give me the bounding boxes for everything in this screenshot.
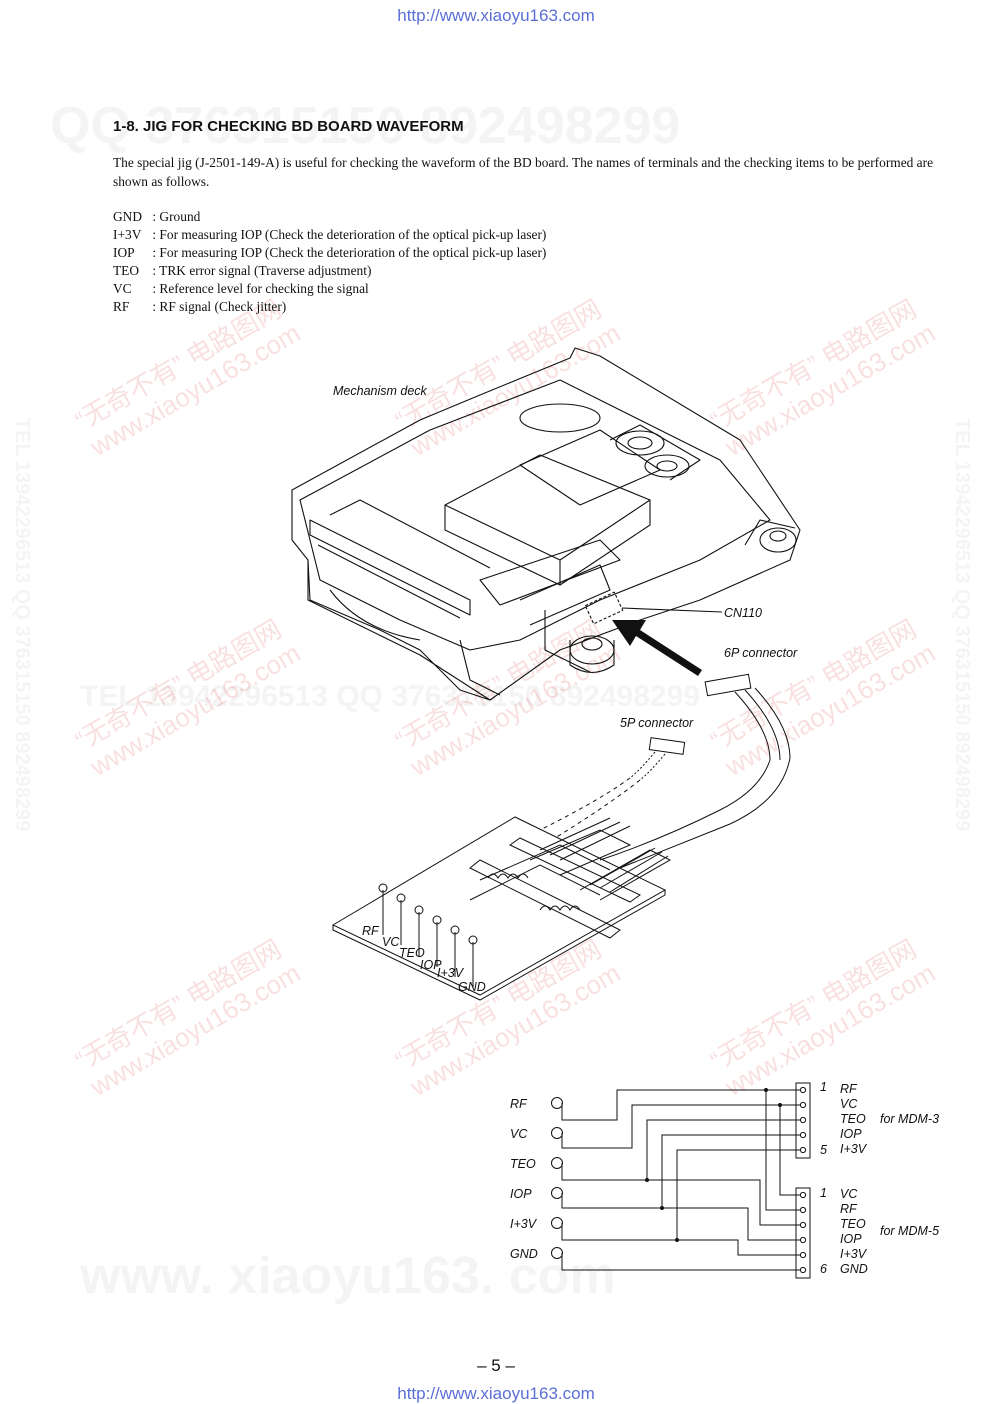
- page-number: – 5 –: [477, 1356, 515, 1375]
- mdm5-pin-label: IOP: [840, 1232, 862, 1246]
- schematic-terminal-vc: VC: [510, 1127, 528, 1141]
- terminal-desc: : TRK error signal (Traverse adjustment): [152, 263, 372, 278]
- terminal-name: RF: [113, 299, 130, 314]
- mdm3-pin-last: 5: [820, 1143, 827, 1157]
- terminal-circle: [551, 1217, 563, 1229]
- terminal-desc: : RF signal (Check jitter): [152, 299, 287, 314]
- terminal-desc: : Reference level for checking the signa…: [152, 281, 369, 296]
- terminal-circle: [551, 1127, 563, 1139]
- connector-5p-icon: [648, 737, 686, 755]
- mdm5-pin-label: TEO: [840, 1217, 866, 1231]
- watermark-side-left: TEL 13942296513 QQ 376315150 892498299: [11, 418, 33, 832]
- pin-label-i3v: I+3V: [437, 966, 464, 980]
- watermark-bottom: www. xiaoyu163. com: [80, 1247, 616, 1305]
- terminal-list-item: IOP : For measuring IOP (Check the deter…: [113, 244, 546, 262]
- mdm5-connector: [795, 1187, 811, 1279]
- mdm5-pin-label: I+3V: [840, 1247, 867, 1261]
- mdm5-pin-label: RF: [840, 1202, 857, 1216]
- cn110-label: CN110: [724, 606, 762, 620]
- terminal-circle: [551, 1097, 563, 1109]
- pin-label-gnd: GND: [458, 980, 486, 994]
- watermark-side-right: TEL 13942296513 QQ 376315150 892498299: [951, 418, 973, 832]
- terminal-circle: [551, 1247, 563, 1259]
- terminal-name: IOP: [113, 245, 135, 260]
- connector-6p-label: 6P connector: [724, 646, 798, 660]
- mdm5-pin-last: 6: [820, 1262, 827, 1276]
- terminal-list-item: TEO : TRK error signal (Traverse adjustm…: [113, 262, 371, 280]
- terminal-name: TEO: [113, 263, 140, 278]
- terminal-list-item: GND : Ground: [113, 208, 200, 226]
- terminal-desc: : For measuring IOP (Check the deteriora…: [152, 227, 547, 242]
- terminal-circle: [551, 1187, 563, 1199]
- mdm3-pin-label: IOP: [840, 1127, 862, 1141]
- mechanism-deck-label: Mechanism deck: [333, 384, 427, 398]
- pin-label-teo: TEO: [399, 946, 425, 960]
- pin-label-rf: RF: [362, 924, 379, 938]
- coil-icon: [539, 905, 581, 911]
- watermark-middle: TEL 13942296513 QQ 376315150 892498299: [80, 680, 700, 713]
- mdm3-pin-first: 1: [820, 1080, 827, 1094]
- schematic-terminal-rf: RF: [510, 1097, 527, 1111]
- mdm5-caption: for MDM-5: [880, 1224, 940, 1238]
- schematic-terminal-teo: TEO: [510, 1157, 536, 1171]
- terminal-list-item: VC : Reference level for checking the si…: [113, 280, 369, 298]
- terminal-list-item: RF : RF signal (Check jitter): [113, 298, 286, 316]
- reel-icon: [644, 454, 690, 478]
- mdm5-pin-first: 1: [820, 1186, 827, 1200]
- pin-label-vc: VC: [382, 935, 400, 949]
- insert-arrow-icon: [612, 620, 702, 676]
- connector-6p-icon: [704, 673, 752, 697]
- coil-icon: [487, 873, 529, 879]
- pin-label-iop: IOP: [420, 958, 442, 972]
- terminal-desc: : For measuring IOP (Check the deteriora…: [152, 245, 547, 260]
- mount-foot-icon: [759, 527, 797, 553]
- terminal-name: GND: [113, 209, 143, 224]
- header-url[interactable]: http://www.xiaoyu163.com: [397, 6, 595, 25]
- footer-url[interactable]: http://www.xiaoyu163.com: [397, 1384, 595, 1403]
- terminal-list-item: I+3V : For measuring IOP (Check the dete…: [113, 226, 546, 244]
- cn110-connector: [584, 591, 624, 625]
- guide-rail: [309, 519, 471, 616]
- deck-outline: [291, 347, 801, 701]
- mdm3-pin-label: I+3V: [840, 1142, 867, 1156]
- mdm3-pin-label: TEO: [840, 1112, 866, 1126]
- mdm5-pin-label: VC: [840, 1187, 858, 1201]
- terminal-circle: [551, 1157, 563, 1169]
- schematic-terminal-i3v: I+3V: [510, 1217, 537, 1231]
- terminal-name: VC: [113, 281, 132, 296]
- section-title: 1-8. JIG FOR CHECKING BD BOARD WAVEFORM: [113, 118, 464, 135]
- terminal-name: I+3V: [113, 227, 142, 242]
- terminal-desc: : Ground: [152, 209, 201, 224]
- watermark-top: QQ 376315150 892498299: [50, 97, 681, 155]
- mdm3-pin-label: RF: [840, 1082, 857, 1096]
- connector-5p-label: 5P connector: [620, 716, 694, 730]
- schematic-terminal-iop: IOP: [510, 1187, 532, 1201]
- mdm3-caption: for MDM-3: [880, 1112, 940, 1126]
- mdm3-pin-label: VC: [840, 1097, 858, 1111]
- schematic-terminal-gnd: GND: [510, 1247, 538, 1261]
- section-intro: The special jig (J-2501-149-A) is useful…: [113, 155, 934, 189]
- reel-icon: [615, 430, 665, 456]
- mdm5-pin-label: GND: [840, 1262, 868, 1276]
